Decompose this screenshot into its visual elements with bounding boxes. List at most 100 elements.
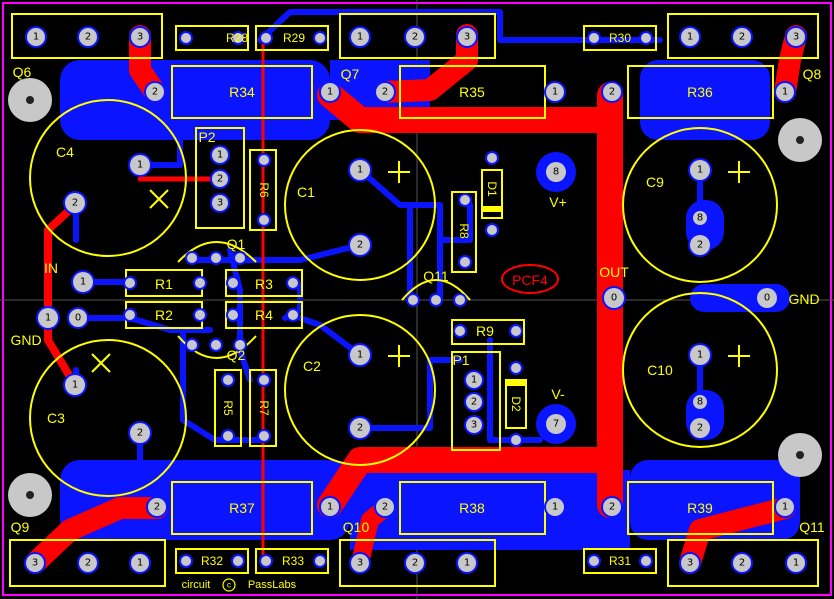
pad-p2 [406, 554, 424, 572]
pad-number: 1 [327, 87, 333, 98]
label-r30: R30 [609, 31, 631, 45]
label-q10: Q10 [343, 519, 370, 535]
label-p1: P1 [452, 352, 469, 368]
label-r6: R6 [257, 182, 271, 198]
pad-number: 1 [217, 150, 223, 161]
bottom-traces [73, 9, 703, 473]
pad [511, 435, 521, 445]
pad-p1 [38, 308, 58, 328]
pad-number: 2 [72, 198, 78, 209]
pad [181, 556, 191, 566]
pad-p1 [690, 345, 710, 365]
label-r38: R38 [459, 500, 485, 516]
svg-text:c: c [227, 581, 231, 590]
pad-p2 [733, 554, 751, 572]
pad-p2 [65, 193, 85, 213]
pad-number: 2 [85, 32, 91, 43]
label-r37: R37 [229, 500, 255, 516]
credit-brand: PassLabs [248, 579, 297, 591]
pad-p1 [350, 160, 370, 180]
label-c1: C1 [297, 184, 315, 200]
pad-p1 [65, 375, 85, 395]
pad [181, 33, 191, 43]
label-vplus: V+ [549, 194, 567, 210]
pad-p1 [27, 28, 45, 46]
pad [235, 253, 245, 263]
pad-p2 [130, 423, 150, 443]
pad-number: 3 [687, 558, 693, 569]
pad-number: 3 [357, 558, 363, 569]
pad-p3 [212, 195, 228, 211]
pad-p2 [690, 235, 710, 255]
label-r1: R1 [155, 276, 173, 292]
pad [187, 253, 197, 263]
pad-p1 [321, 498, 339, 516]
label-out: OUT [599, 264, 629, 280]
pad-p2 [350, 418, 370, 438]
label-c4: C4 [56, 144, 74, 160]
pad [408, 295, 418, 305]
label-r4: R4 [255, 307, 273, 323]
pad-number: 8 [553, 167, 559, 178]
pad-p2 [350, 235, 370, 255]
pad-number: 1 [357, 32, 363, 43]
pad [211, 253, 221, 263]
pad [315, 556, 325, 566]
pad-p0 [757, 288, 777, 308]
pad-p3 [131, 28, 149, 46]
pad-number: 1 [782, 502, 788, 513]
pad-number: 2 [412, 32, 418, 43]
pad-number: 2 [739, 558, 745, 569]
label-r9: R9 [476, 323, 494, 339]
pad-number: 1 [464, 558, 470, 569]
pad-number: 2 [357, 423, 363, 434]
pad [455, 295, 465, 305]
label-q1: Q1 [227, 236, 246, 252]
pad-p3 [26, 554, 44, 572]
pad-p2 [79, 28, 97, 46]
pad-p1 [787, 554, 805, 572]
pad [589, 33, 599, 43]
pad-number: 1 [357, 165, 363, 176]
pad-p1 [690, 160, 710, 180]
pad-p1 [350, 345, 370, 365]
pad [288, 278, 298, 288]
pad-number: 1 [471, 375, 477, 386]
pad [511, 326, 521, 336]
label-gnd_left: GND [10, 332, 41, 348]
label-d2: D2 [509, 396, 523, 412]
pad-p1 [776, 498, 794, 516]
pad-p2 [690, 418, 710, 438]
pad-p2 [733, 28, 751, 46]
pad-number: 0 [75, 313, 81, 324]
pad-p3 [466, 417, 482, 433]
pad-p2 [376, 498, 394, 516]
pad-p0 [604, 288, 624, 308]
pad-p1 [776, 83, 794, 101]
pad-number: 2 [382, 87, 388, 98]
label-c9: C9 [646, 174, 664, 190]
pad-p0 [69, 309, 87, 327]
pad-p1 [131, 554, 149, 572]
pad-number: 1 [33, 32, 39, 43]
pad-number: 3 [217, 198, 223, 209]
pad-number: 2 [739, 32, 745, 43]
pad [261, 556, 271, 566]
pad-p8 [693, 395, 707, 409]
label-r33: R33 [282, 554, 304, 568]
label-r32: R32 [201, 554, 223, 568]
pad-p8 [546, 162, 566, 182]
pad-p2 [466, 394, 482, 410]
pad [223, 431, 233, 441]
label-r7: R7 [257, 400, 271, 416]
pad-number: 1 [80, 277, 86, 288]
label-r34: R34 [229, 84, 255, 100]
pad-p2 [603, 83, 621, 101]
board-logo: PCF4 [512, 272, 548, 288]
pad-p1 [73, 272, 93, 292]
pad [235, 340, 245, 350]
pad [125, 278, 135, 288]
silkscreen-layer [9, 13, 819, 587]
pad [431, 295, 441, 305]
